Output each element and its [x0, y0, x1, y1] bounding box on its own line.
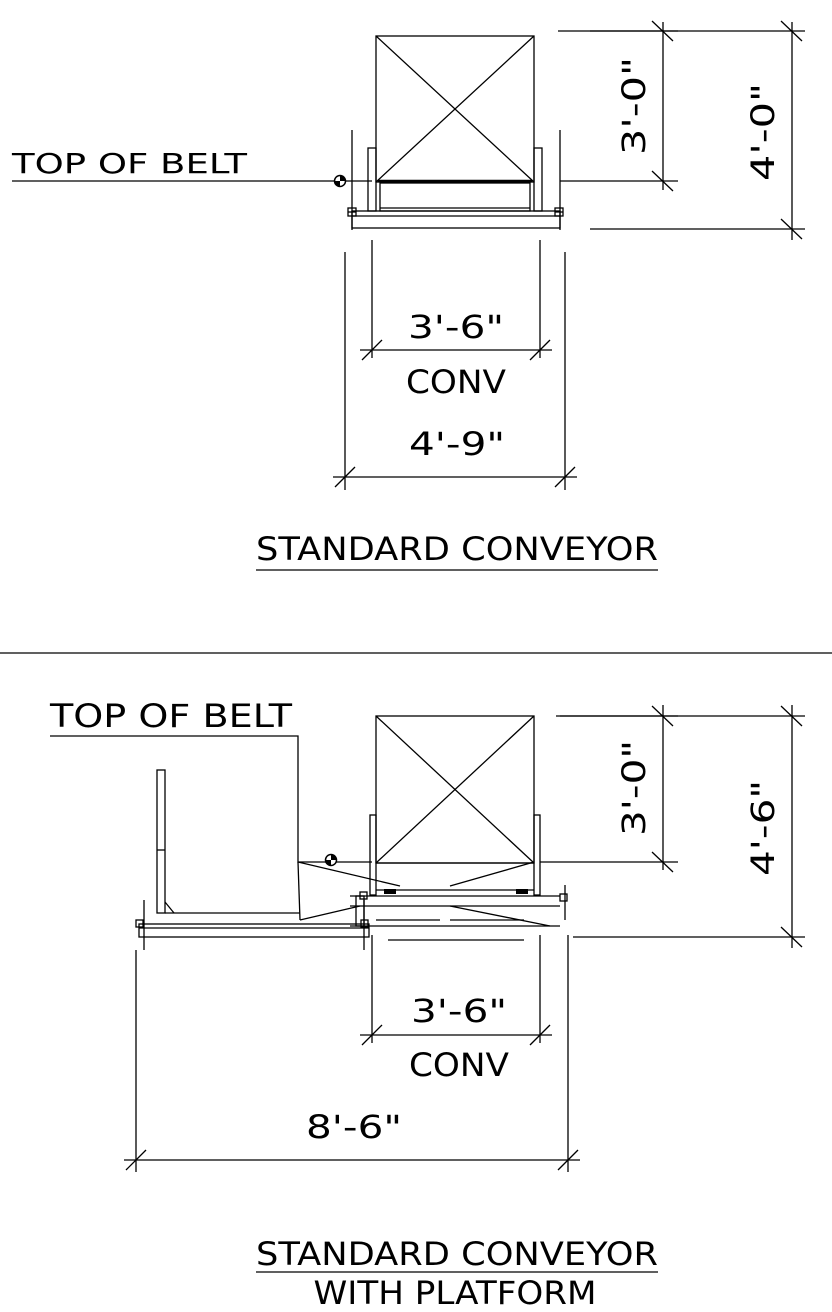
conv-width-dimension-platform: 3'-6" CONV — [360, 935, 552, 1084]
load-envelope-box-platform — [375, 715, 535, 864]
height-dim-outer-text: 4'-0" — [744, 83, 782, 181]
belt-elevation-marker-platform — [324, 853, 338, 867]
height-dim-outer-text-platform: 4'-6" — [744, 780, 782, 876]
conv-width-dimension: 3'-6" CONV — [360, 240, 552, 401]
overall-width-dimension: 4'-9" — [333, 252, 577, 490]
height-dimension-outer-platform: 4'-6" — [560, 705, 805, 948]
overall-width-dimension-platform: 8'-6" — [124, 935, 580, 1172]
conv-width-text: 3'-6" — [408, 308, 504, 346]
load-envelope-box — [375, 35, 535, 183]
height-dim-inner-text: 3'-0" — [615, 57, 653, 155]
height-dimension-inner-platform: 3'-0" — [540, 705, 678, 873]
view-title-with-platform-line2: WITH PLATFORM — [314, 1274, 597, 1312]
side-guards-platform — [369, 814, 541, 896]
view-title-with-platform-line1: STANDARD CONVEYOR — [256, 1235, 658, 1273]
conveyor-frame-posts — [359, 885, 568, 920]
platform-with-handrail — [135, 769, 370, 950]
top-of-belt-label: TOP OF BELT — [11, 147, 248, 180]
side-guards — [367, 147, 543, 212]
top-of-belt-leader-platform — [50, 735, 372, 863]
height-dimension-outer: 4'-0" — [590, 20, 805, 240]
conveyor-with-platform-view: TOP OF BELT — [49, 697, 805, 1312]
support-frame — [347, 130, 564, 230]
standard-conveyor-view: TOP OF BELT — [11, 20, 805, 571]
conv-label: CONV — [406, 363, 506, 401]
belt-elevation-marker — [333, 174, 347, 188]
height-dim-inner-text-platform: 3'-0" — [615, 740, 653, 836]
view-title-standard-conveyor: STANDARD CONVEYOR — [256, 530, 658, 568]
conveyor-bed — [378, 179, 532, 212]
overall-width-text-platform: 8'-6" — [306, 1108, 402, 1146]
overall-width-text: 4'-9" — [409, 425, 505, 463]
height-dimension-inner: 3'-0" — [558, 20, 678, 192]
conveyor-bed-platform — [297, 861, 560, 941]
conv-width-text-platform: 3'-6" — [411, 992, 507, 1030]
top-of-belt-label-platform: TOP OF BELT — [49, 697, 293, 735]
conv-label-platform: CONV — [409, 1046, 509, 1084]
